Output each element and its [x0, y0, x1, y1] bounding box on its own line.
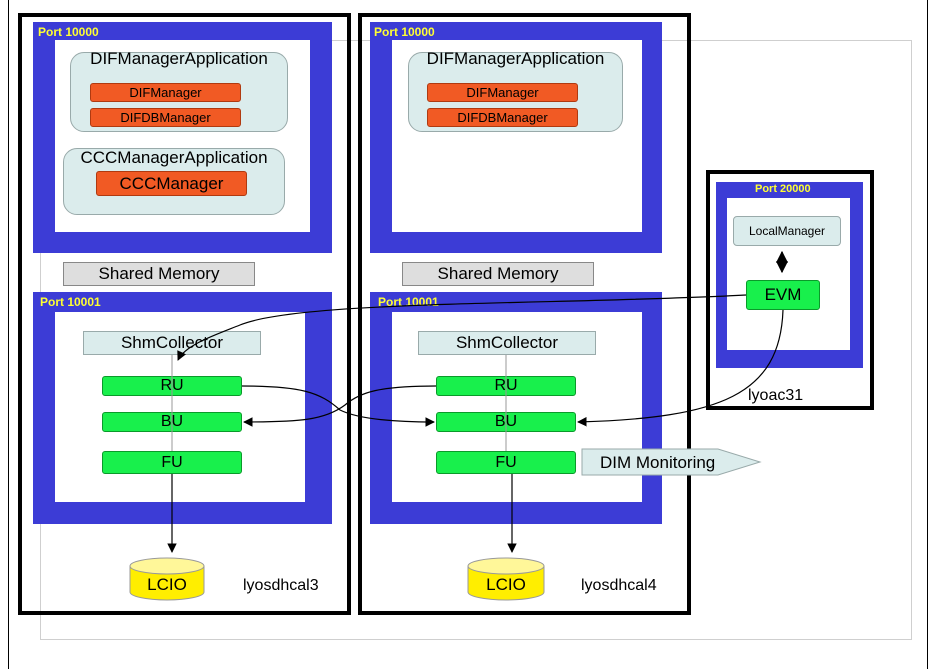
evm-to-host1-collector-arrow — [177, 294, 747, 361]
host1-shm-collector: ShmCollector — [83, 331, 261, 355]
host3-hostname: lyoac31 — [748, 387, 804, 404]
host2-port-top-label: Port 10000 — [374, 25, 435, 39]
outer-frame — [8, 0, 928, 669]
host1-app2-title: CCCManagerApplication — [80, 148, 268, 167]
host1-lcio-storage: LCIO — [129, 557, 205, 601]
host2-shared-memory: Shared Memory — [402, 262, 594, 286]
host1-port-top-label: Port 10000 — [38, 25, 99, 39]
host2-hostname: lyosdhcal4 — [581, 577, 657, 594]
evm-to-host2-bu-arrow — [577, 309, 784, 427]
host-lyosdhcal3 — [18, 13, 351, 615]
host-lyosdhcal4 — [358, 13, 691, 615]
host2-fu: FU — [436, 451, 576, 474]
host2-difdb-manager: DIFDBManager — [427, 108, 578, 127]
host2-lcio-label: LCIO — [486, 575, 526, 594]
host2-app1-title: DIFManagerApplication — [426, 49, 605, 68]
host1-lcio-label: LCIO — [147, 575, 187, 594]
host2-dim-monitoring-label: DIM Monitoring — [600, 453, 715, 472]
host3-local-manager: LocalManager — [733, 216, 841, 246]
host2-dif-manager: DIFManager — [427, 83, 578, 102]
host1-dif-manager: DIFManager — [90, 83, 241, 102]
host2-shm-collector: ShmCollector — [418, 331, 596, 355]
host3-evm: EVM — [746, 280, 820, 310]
host1-port-bottom-label: Port 10001 — [40, 295, 101, 309]
host2-ru-to-host1-bu-arrow — [243, 385, 437, 427]
host2-lcio-storage: LCIO — [467, 557, 545, 601]
host1-app1-title: DIFManagerApplication — [90, 49, 268, 68]
host3-port-label: Port 20000 — [755, 183, 811, 195]
host1-ru-to-host2-bu-arrow — [241, 385, 435, 427]
host1-ccc-manager: CCCManager — [96, 171, 247, 196]
host2-dim-monitoring-shape — [581, 448, 762, 476]
host1-hostname: lyosdhcal3 — [243, 577, 319, 594]
host-lyoac31 — [706, 170, 874, 410]
host1-shared-memory: Shared Memory — [63, 262, 255, 286]
host1-fu: FU — [102, 451, 242, 474]
host1-difdb-manager: DIFDBManager — [90, 108, 241, 127]
